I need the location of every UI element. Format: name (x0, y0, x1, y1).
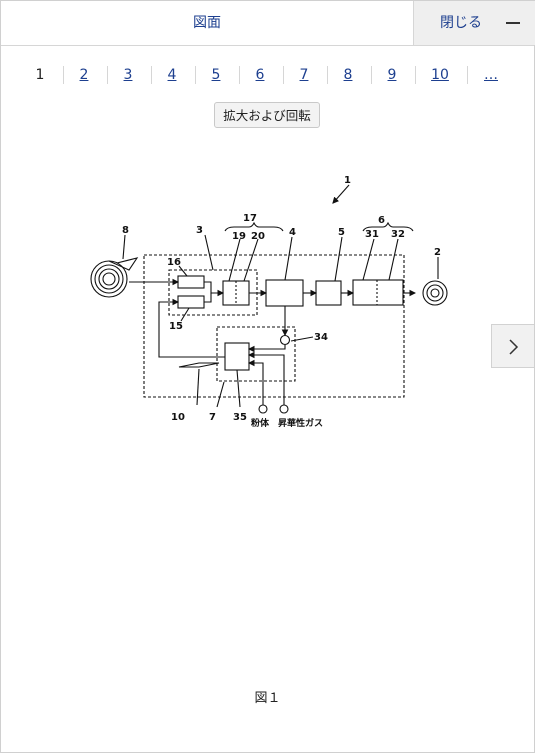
pager-divider (151, 66, 152, 84)
page-link-6-text[interactable]: 6 (255, 67, 265, 83)
page-1-current: 1 (35, 67, 45, 83)
pager-divider (371, 66, 372, 84)
page-link-2[interactable]: 2 (77, 63, 91, 87)
pager-divider (283, 66, 284, 84)
page-link-10-text[interactable]: 10 (431, 67, 449, 83)
pager-divider (63, 66, 64, 84)
label-35: 35 (233, 412, 247, 423)
close-button[interactable]: 閉じる (440, 15, 482, 31)
page-link-more-text[interactable]: … (484, 67, 498, 83)
label-7: 7 (209, 412, 216, 423)
page-link-5[interactable]: 5 (209, 63, 223, 87)
page-link-8-text[interactable]: 8 (343, 67, 353, 83)
label-34: 34 (314, 332, 328, 343)
page-link-9-text[interactable]: 9 (387, 67, 397, 83)
pager-divider (107, 66, 108, 84)
page-link-3-text[interactable]: 3 (123, 67, 133, 83)
pager-divider (327, 66, 328, 84)
pager-divider (467, 66, 468, 84)
label-5: 5 (338, 227, 345, 238)
label-powder: 粉体 (251, 417, 270, 429)
label-4: 4 (289, 227, 296, 238)
patent-figure: 1 8 3 17 19 20 4 5 6 31 32 2 16 15 34 10… (90, 175, 448, 429)
page-link-4[interactable]: 4 (165, 63, 179, 87)
label-15: 15 (169, 321, 183, 332)
page-link-2-text[interactable]: 2 (79, 67, 89, 83)
header-title: 図面 (193, 15, 221, 31)
page-link-10[interactable]: 10 (429, 63, 451, 87)
pager-divider (239, 66, 240, 84)
label-32: 32 (391, 229, 405, 240)
label-8: 8 (122, 225, 129, 236)
label-19: 19 (232, 231, 246, 242)
label-16: 16 (167, 257, 181, 268)
page-link-6[interactable]: 6 (253, 63, 267, 87)
next-drawing-button[interactable] (491, 324, 534, 368)
label-3: 3 (196, 225, 203, 236)
minimize-icon[interactable] (506, 22, 520, 24)
chevron-right-icon (509, 339, 519, 355)
page-link-9[interactable]: 9 (385, 63, 399, 87)
label-gas: 昇華性ガス (278, 417, 323, 429)
page-link-5-text[interactable]: 5 (211, 67, 221, 83)
page-link-more[interactable]: … (481, 63, 501, 87)
viewer-header: 図面 閉じる (1, 1, 535, 46)
pager-divider (415, 66, 416, 84)
page-link-7[interactable]: 7 (297, 63, 311, 87)
label-31: 31 (365, 229, 379, 240)
page-link-3[interactable]: 3 (121, 63, 135, 87)
label-17: 17 (243, 213, 257, 224)
label-10: 10 (171, 412, 185, 423)
page-link-4-text[interactable]: 4 (167, 67, 177, 83)
pager-divider (195, 66, 196, 84)
label-2: 2 (434, 247, 441, 258)
zoom-rotate-button[interactable]: 拡大および回転 (214, 102, 320, 128)
page-link-8[interactable]: 8 (341, 63, 355, 87)
figure-caption: 図１ (254, 691, 281, 706)
page-link-7-text[interactable]: 7 (299, 67, 309, 83)
label-6: 6 (378, 215, 385, 226)
label-1: 1 (344, 175, 351, 186)
close-area: 閉じる (413, 1, 535, 45)
label-20: 20 (251, 231, 265, 242)
